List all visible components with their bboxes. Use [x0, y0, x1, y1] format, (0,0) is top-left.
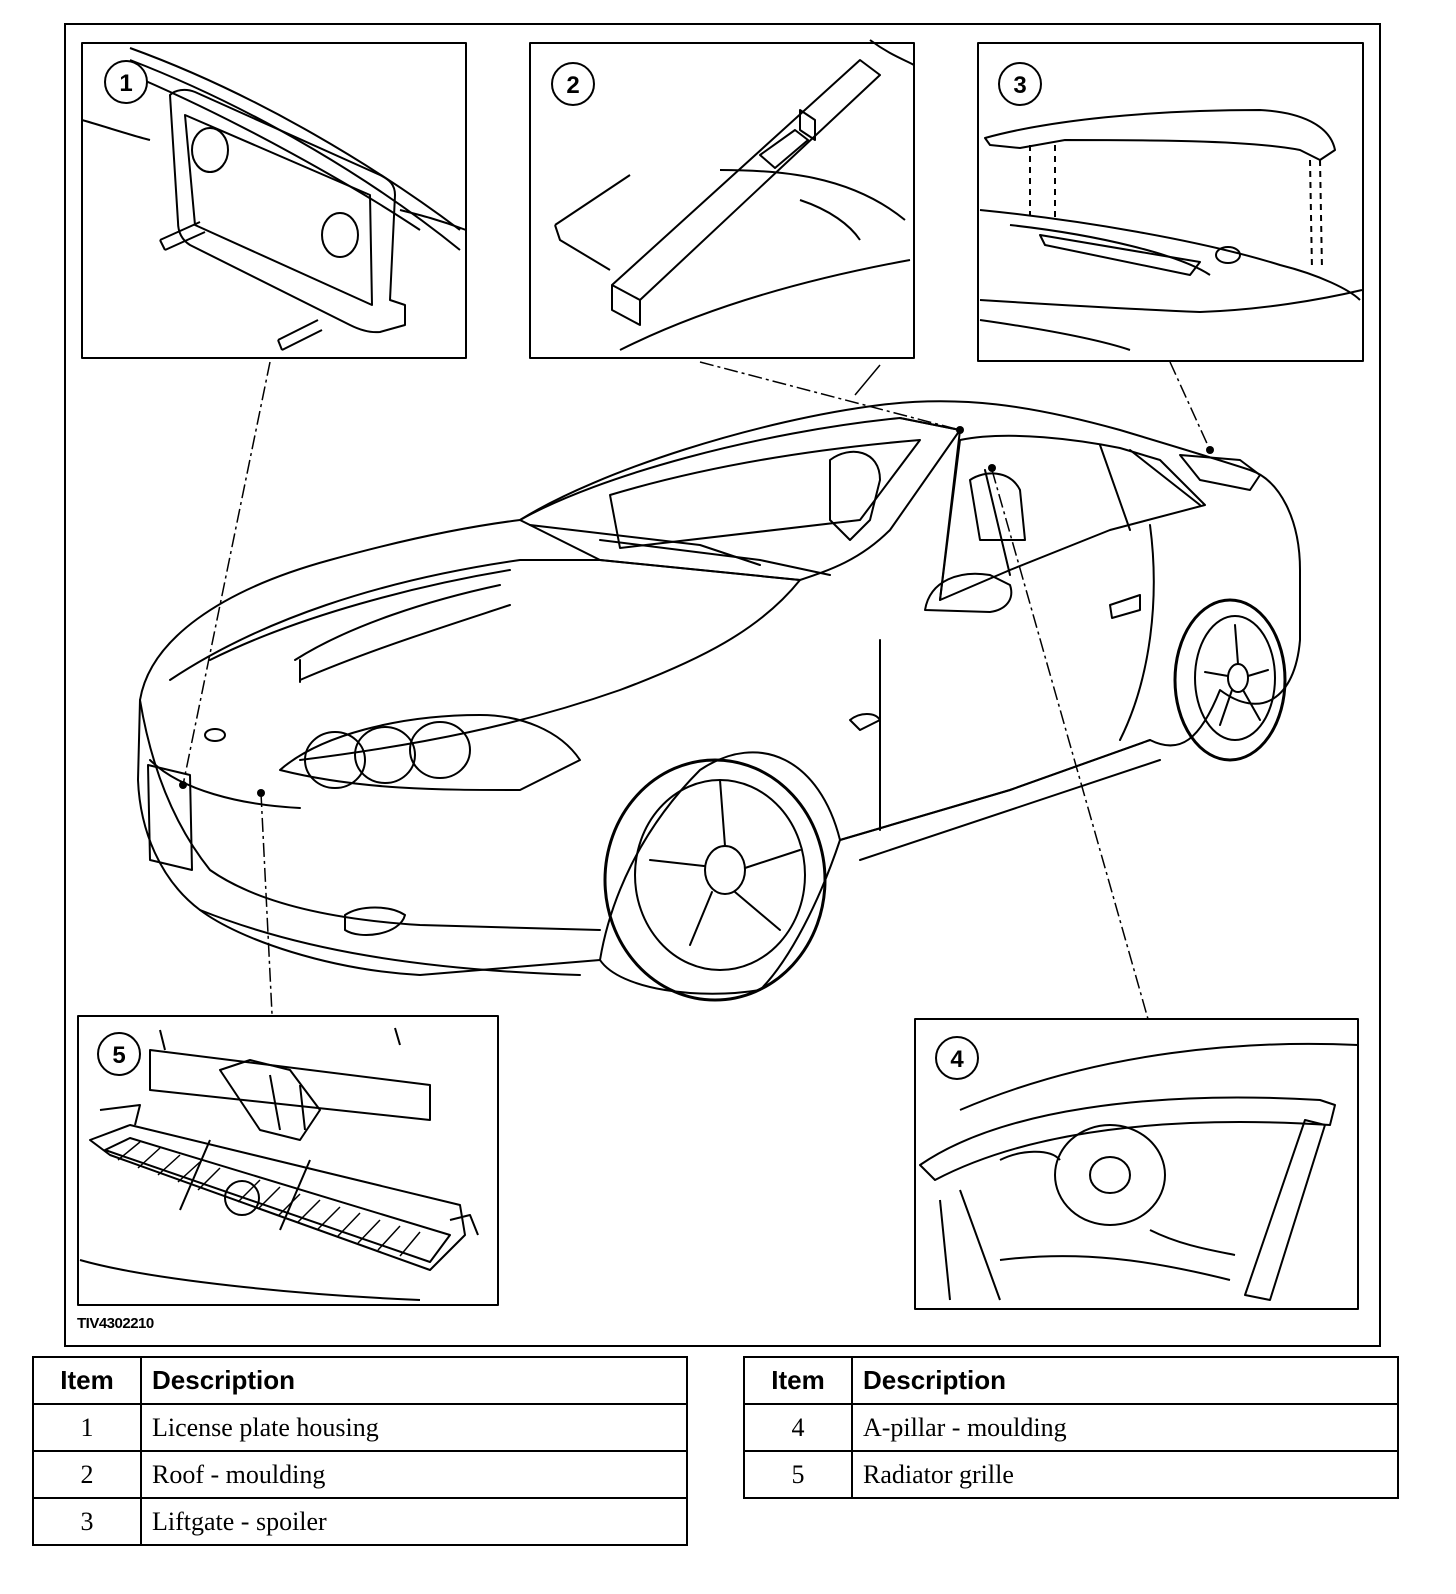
item-description: Liftgate - spoiler — [140, 1497, 688, 1546]
legend-table-left: Item Description 1 License plate housing… — [32, 1356, 688, 1546]
leader-line-2 — [699, 361, 961, 431]
header-description: Description — [140, 1356, 688, 1405]
leader-lines — [182, 361, 1211, 1020]
svg-text:1: 1 — [119, 70, 132, 97]
leader-line-3 — [1169, 361, 1211, 451]
item-number: 1 — [32, 1403, 142, 1452]
header-item: Item — [743, 1356, 853, 1405]
detail-panel-4 — [914, 1018, 1359, 1310]
callout-3: 3 — [998, 62, 1042, 106]
detail-panel-3 — [977, 42, 1364, 362]
table-row: 4 A-pillar - moulding — [743, 1403, 1399, 1452]
detail-panel-5 — [77, 1015, 499, 1306]
figure-frame — [64, 23, 1381, 1347]
leader-line-4 — [991, 469, 1149, 1020]
svg-text:3: 3 — [1013, 72, 1026, 99]
legend-header-row: Item Description — [743, 1356, 1399, 1405]
item-number: 2 — [32, 1450, 142, 1499]
table-row: 2 Roof - moulding — [32, 1450, 688, 1499]
detail-panel-2 — [529, 39, 915, 359]
table-row: 1 License plate housing — [32, 1403, 688, 1452]
car-illustration — [137, 400, 1301, 1002]
item-description: Roof - moulding — [140, 1450, 688, 1499]
leader-line-2b — [854, 364, 881, 396]
svg-text:2: 2 — [566, 72, 579, 99]
legend-table-right: Item Description 4 A-pillar - moulding 5… — [743, 1356, 1399, 1499]
svg-text:4: 4 — [950, 1046, 964, 1073]
callout-1: 1 — [104, 60, 148, 104]
table-row: 5 Radiator grille — [743, 1450, 1399, 1499]
leader-line-1 — [182, 361, 271, 786]
item-description: License plate housing — [140, 1403, 688, 1452]
legend-header-row: Item Description — [32, 1356, 688, 1405]
item-description: Radiator grille — [851, 1450, 1399, 1499]
callout-5: 5 — [97, 1032, 141, 1076]
svg-text:5: 5 — [112, 1042, 125, 1069]
item-number: 4 — [743, 1403, 853, 1452]
item-number: 5 — [743, 1450, 853, 1499]
exploded-view-diagram: 1 2 3 4 5 TIV4302210 — [64, 23, 1381, 1347]
header-description: Description — [851, 1356, 1399, 1405]
header-item: Item — [32, 1356, 142, 1405]
callout-4: 4 — [935, 1036, 979, 1080]
item-description: A-pillar - moulding — [851, 1403, 1399, 1452]
detail-panel-1 — [81, 42, 467, 359]
leader-line-5 — [260, 792, 273, 1015]
leader-dots — [179, 426, 1214, 797]
item-number: 3 — [32, 1497, 142, 1546]
callout-2: 2 — [551, 62, 595, 106]
table-row: 3 Liftgate - spoiler — [32, 1497, 688, 1546]
figure-code: TIV4302210 — [77, 1315, 154, 1332]
